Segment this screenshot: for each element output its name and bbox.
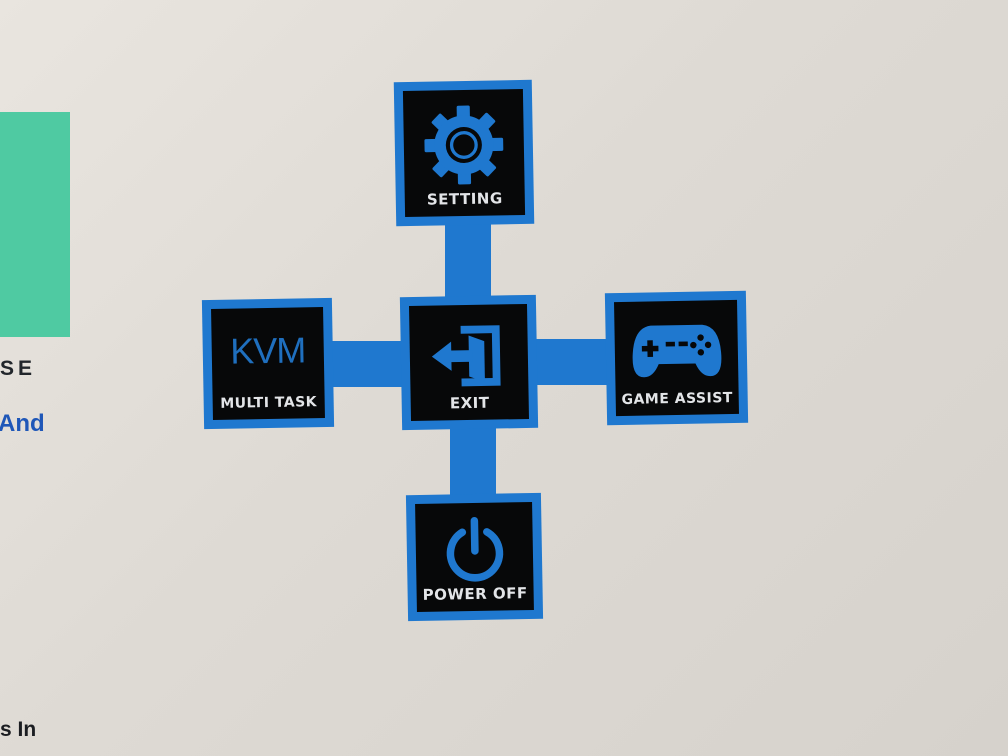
setting-label: SETTING <box>426 189 503 209</box>
power-icon <box>446 517 503 582</box>
multi-task-label: MULTI TASK <box>220 394 318 412</box>
connector-top <box>445 224 491 300</box>
power-off-button[interactable]: POWER OFF <box>405 492 544 622</box>
multi-task-tile: KVM MULTI TASK <box>211 307 325 420</box>
exit-arrow-icon <box>431 325 501 387</box>
exit-label: EXIT <box>449 393 490 413</box>
connector-right <box>533 339 613 385</box>
gamepad-icon <box>632 324 721 378</box>
power-off-label: POWER OFF <box>422 584 528 604</box>
connector-bottom <box>450 424 496 500</box>
multi-task-button[interactable]: KVM MULTI TASK <box>201 297 335 430</box>
game-assist-label: GAME ASSIST <box>621 390 734 408</box>
game-assist-tile: GAME ASSIST <box>614 299 739 417</box>
exit-tile: EXIT <box>409 303 529 422</box>
setting-tile: SETTING <box>402 88 526 218</box>
background-teal-block <box>0 112 70 337</box>
background-partial-text-se: SE <box>0 357 37 380</box>
power-off-tile: POWER OFF <box>415 501 534 613</box>
gear-icon <box>424 105 504 185</box>
kvm-text-icon: KVM <box>229 329 306 372</box>
background-partial-text-and: And <box>0 410 45 437</box>
background-partial-text-sin: s In <box>0 718 37 741</box>
exit-button[interactable]: EXIT <box>399 294 539 431</box>
game-assist-button[interactable]: GAME ASSIST <box>604 290 749 426</box>
connector-left <box>322 341 406 387</box>
setting-button[interactable]: SETTING <box>393 79 535 227</box>
